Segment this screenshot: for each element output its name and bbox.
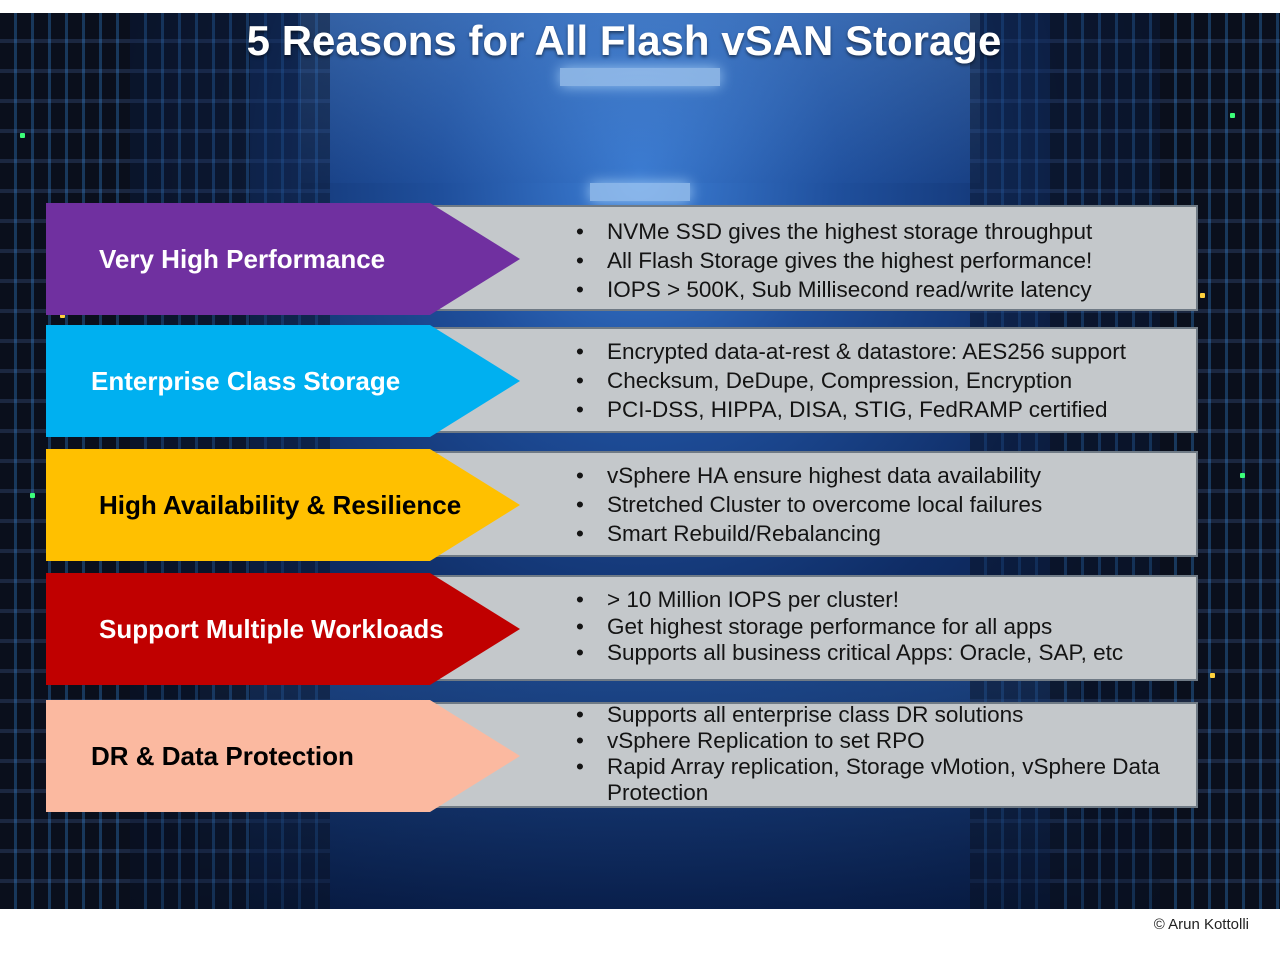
reason-details-box [426, 451, 1198, 557]
bullet-dot-icon: • [576, 397, 584, 422]
chevron-shape [46, 325, 520, 437]
reason-label: Support Multiple Workloads [99, 614, 444, 644]
reason-row: Support Multiple Workloads • > 10 Million … [46, 573, 1200, 685]
status-led-icon [20, 133, 25, 138]
bullet-dot-icon: • [576, 492, 584, 517]
reason-row: Very High Performance • NVMe SSD gives the… [46, 203, 1200, 315]
bullet-dot-icon: • [576, 277, 584, 302]
status-led-icon [60, 313, 65, 318]
bullet-dot-icon: • [576, 702, 584, 727]
bullet-item: • PCI-DSS, HIPPA, DISA, STIG, FedRAMP cer… [576, 395, 1167, 424]
bullet-text: Supports all enterprise class DR solutio… [607, 702, 1024, 727]
reason-label: DR & Data Protection [91, 741, 354, 771]
bullet-item: • IOPS > 500K, Sub Millisecond read/write… [576, 275, 1167, 304]
bullet-dot-icon: • [576, 728, 584, 753]
bullet-item: • Rapid Array replication, Storage vMotio… [576, 754, 1167, 806]
bullet-dot-icon: • [576, 521, 584, 546]
ceiling-light [560, 68, 720, 86]
bullet-item: • Supports all business critical Apps: Or… [576, 640, 1167, 667]
bullet-item: • Supports all enterprise class DR soluti… [576, 702, 1167, 728]
bullet-dot-icon: • [576, 640, 584, 665]
bullet-item: • vSphere HA ensure highest data availabi… [576, 461, 1167, 490]
bullet-text: All Flash Storage gives the highest perf… [607, 248, 1093, 273]
bullet-text: Rapid Array replication, Storage vMotion… [607, 754, 1160, 805]
bullet-text: Encrypted data-at-rest & datastore: AES2… [607, 339, 1127, 364]
reason-bullet-list: • Supports all enterprise class DR soluti… [576, 702, 1167, 806]
bullet-dot-icon: • [576, 587, 584, 612]
bullet-text: Get highest storage performance for all … [607, 613, 1053, 639]
bullet-dot-icon: • [576, 368, 584, 393]
reason-details-box [426, 702, 1198, 808]
bullet-item: • Encrypted data-at-rest & datastore: AES… [576, 337, 1167, 366]
bullet-item: • Stretched Cluster to overcome local fai… [576, 490, 1167, 519]
bullet-item: • All Flash Storage gives the highest per… [576, 246, 1167, 275]
bullet-text: PCI-DSS, HIPPA, DISA, STIG, FedRAMP cert… [607, 397, 1108, 422]
bullet-item: • Checksum, DeDupe, Compression, Encrypti… [576, 366, 1167, 395]
status-led-icon [1200, 293, 1205, 298]
page-title: 5 Reasons for All Flash vSAN Storage [246, 17, 1002, 64]
reason-arrow [46, 700, 520, 812]
bullet-item: • Smart Rebuild/Rebalancing [576, 519, 1167, 548]
status-led-icon [30, 493, 35, 498]
reason-arrow [46, 573, 520, 685]
reason-arrow [46, 203, 520, 315]
bullet-dot-icon: • [576, 339, 584, 364]
bullet-text: vSphere Replication to set RPO [607, 728, 925, 753]
bullet-text: vSphere HA ensure highest data availabil… [607, 463, 1042, 488]
bullet-text: > 10 Million IOPS per cluster! [607, 587, 899, 612]
chevron-shape [46, 449, 520, 561]
reason-label: High Availability & Resilience [99, 490, 462, 520]
reason-label: Enterprise Class Storage [91, 366, 401, 396]
reason-arrow [46, 325, 520, 437]
reason-bullet-list: • > 10 Million IOPS per cluster! • Get high… [576, 587, 1167, 667]
reason-details-box [426, 575, 1198, 681]
ceiling-light [590, 183, 690, 201]
bullet-dot-icon: • [576, 754, 584, 779]
bullet-item: • vSphere Replication to set RPO [576, 728, 1167, 754]
chevron-shape [46, 203, 520, 315]
bullet-text: IOPS > 500K, Sub Millisecond read/write … [607, 277, 1092, 302]
reason-arrow [46, 449, 520, 561]
chevron-shape [46, 573, 520, 685]
reason-row: DR & Data Protection • Supports all enterp… [46, 700, 1200, 812]
status-led-icon [1240, 473, 1245, 478]
bullet-text: Stretched Cluster to overcome local fail… [607, 492, 1043, 517]
bullet-dot-icon: • [576, 219, 584, 244]
bullet-item: • NVMe SSD gives the highest storage thro… [576, 217, 1167, 246]
reason-label: Very High Performance [99, 244, 386, 274]
bullet-dot-icon: • [576, 248, 584, 273]
bullet-item: • Get highest storage performance for all… [576, 614, 1167, 641]
reason-details-box [426, 205, 1198, 311]
chevron-shape [46, 700, 520, 812]
reason-bullet-list: • Encrypted data-at-rest & datastore: AES… [576, 337, 1167, 424]
status-led-icon [1230, 113, 1235, 118]
reason-row: High Availability & Resilience • vSphere H… [46, 449, 1200, 561]
bullet-dot-icon: • [576, 613, 584, 639]
reason-details-box [426, 327, 1198, 433]
bullet-text: Supports all business critical Apps: Ora… [607, 640, 1124, 665]
reason-bullet-list: • NVMe SSD gives the highest storage thro… [576, 217, 1167, 304]
bullet-text: Smart Rebuild/Rebalancing [607, 521, 881, 546]
bullet-item: • > 10 Million IOPS per cluster! [576, 587, 1167, 614]
bullet-text: Checksum, DeDupe, Compression, Encryptio… [607, 368, 1073, 393]
reason-row: Enterprise Class Storage • Encrypted data-… [46, 325, 1200, 437]
bullet-dot-icon: • [576, 463, 584, 488]
ceiling-panel [300, 13, 980, 183]
reason-bullet-list: • vSphere HA ensure highest data availabi… [576, 461, 1167, 548]
bullet-text: NVMe SSD gives the highest storage throu… [607, 219, 1093, 244]
status-led-icon [1210, 673, 1215, 678]
copyright-notice: © Arun Kottolli [1153, 916, 1249, 933]
